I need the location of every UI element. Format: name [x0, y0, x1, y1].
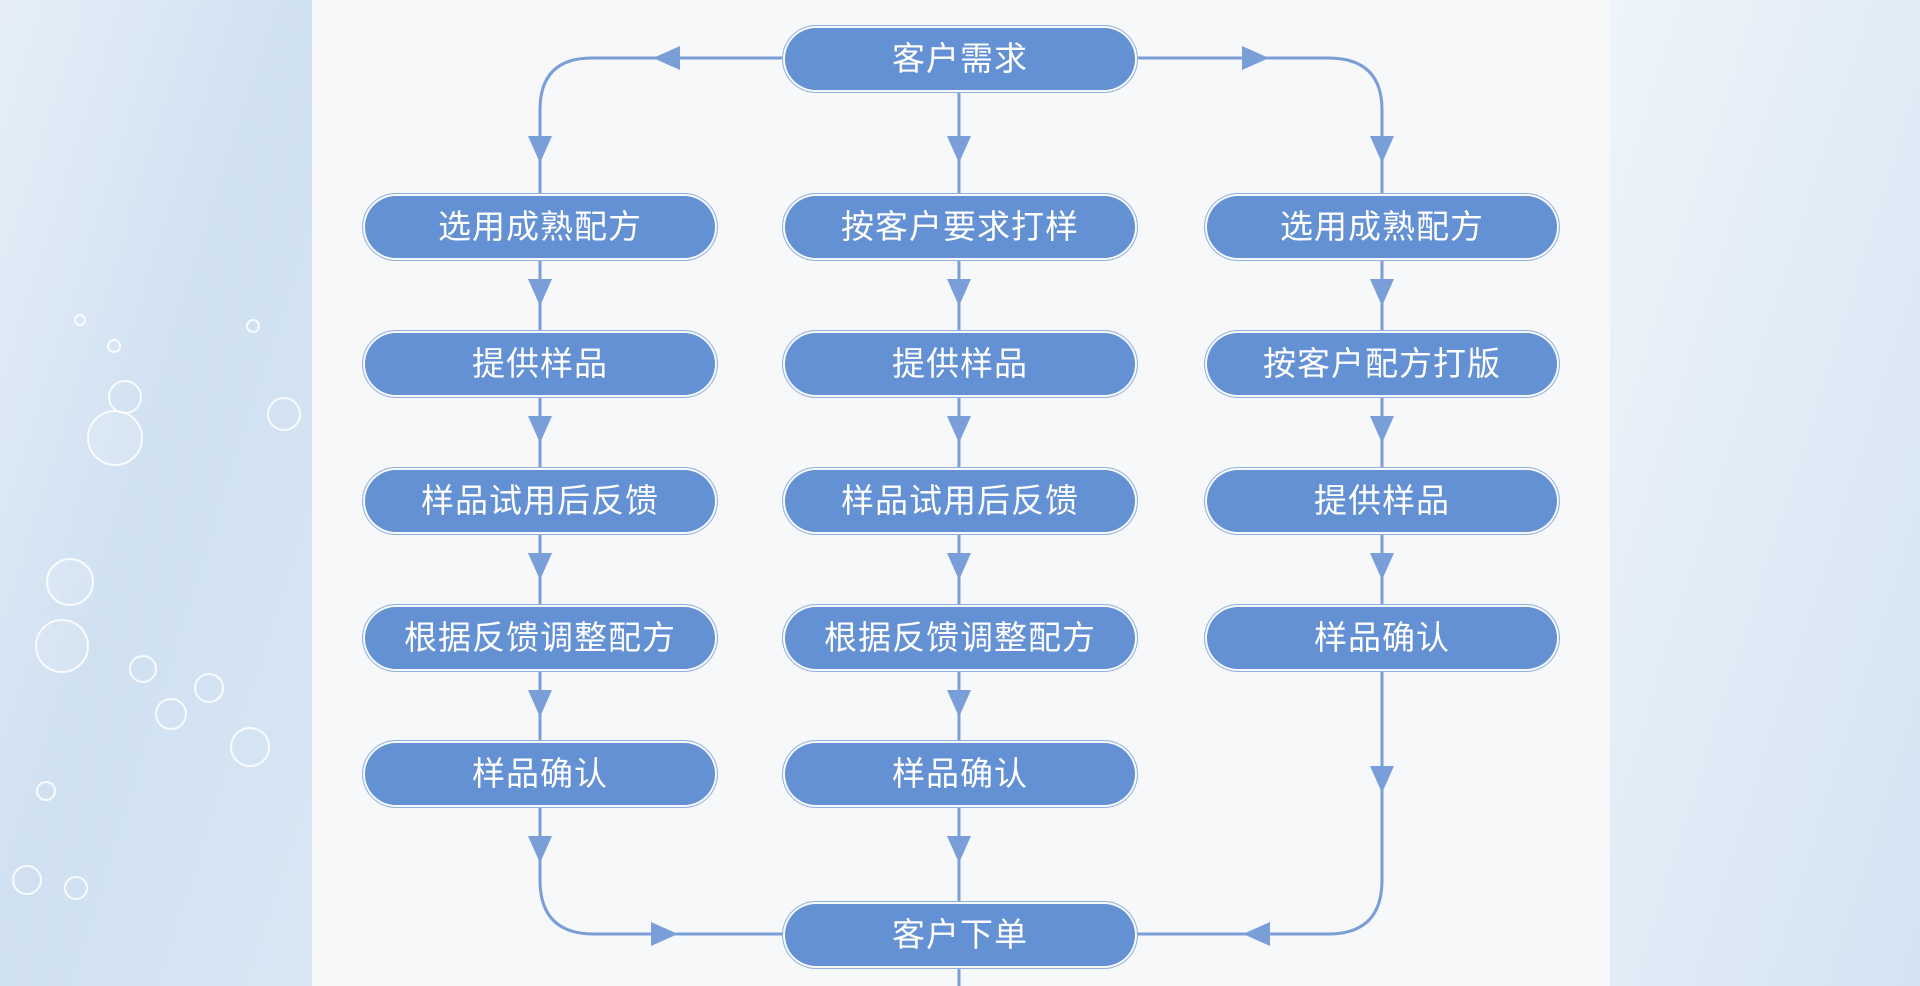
node-left-2: 提供样品 [365, 333, 715, 395]
node-customer-order: 客户下单 [785, 904, 1135, 966]
arrow-down-icon [528, 416, 552, 443]
arrow-down-icon [1370, 279, 1394, 306]
node-customer-demand: 客户需求 [785, 28, 1135, 90]
connector-top-right [1137, 56, 1384, 196]
node-center-4: 根据反馈调整配方 [785, 607, 1135, 669]
water-droplets [12, 314, 301, 900]
node-left-5: 样品确认 [365, 743, 715, 805]
node-center-3: 样品试用后反馈 [785, 470, 1135, 532]
node-left-1: 选用成熟配方 [365, 196, 715, 258]
arrow-down-icon [947, 553, 971, 580]
node-right-3: 提供样品 [1207, 470, 1557, 532]
node-right-4: 样品确认 [1207, 607, 1557, 669]
arrow-down-icon [1370, 553, 1394, 580]
arrow-down-icon [528, 553, 552, 580]
node-center-2: 提供样品 [785, 333, 1135, 395]
node-right-2: 按客户配方打版 [1207, 333, 1557, 395]
arrow-down-icon [947, 279, 971, 306]
arrow-down-icon [528, 836, 552, 863]
left-background-panel [0, 0, 312, 986]
arrow-down-icon [947, 690, 971, 717]
arrow-left-icon [653, 46, 680, 70]
right-background-panel [1610, 0, 1920, 986]
arrow-down-icon [528, 136, 552, 163]
arrow-down-icon [947, 416, 971, 443]
node-left-4: 根据反馈调整配方 [365, 607, 715, 669]
arrow-right-icon [651, 922, 678, 946]
arrow-left-icon [1243, 922, 1270, 946]
node-center-1: 按客户要求打样 [785, 196, 1135, 258]
arrow-down-icon [947, 836, 971, 863]
arrow-down-icon [947, 136, 971, 163]
arrow-right-icon [1242, 46, 1269, 70]
arrowheads [528, 46, 1394, 946]
connector-top-left [538, 56, 783, 196]
connector-right-bottom [1135, 669, 1384, 936]
node-center-5: 样品确认 [785, 743, 1135, 805]
arrow-down-icon [1370, 766, 1394, 793]
node-left-3: 样品试用后反馈 [365, 470, 715, 532]
connector-left-bottom [538, 805, 785, 936]
arrow-down-icon [528, 690, 552, 717]
arrow-down-icon [1370, 416, 1394, 443]
arrow-down-icon [528, 279, 552, 306]
arrow-down-icon [1370, 136, 1394, 163]
node-right-1: 选用成熟配方 [1207, 196, 1557, 258]
